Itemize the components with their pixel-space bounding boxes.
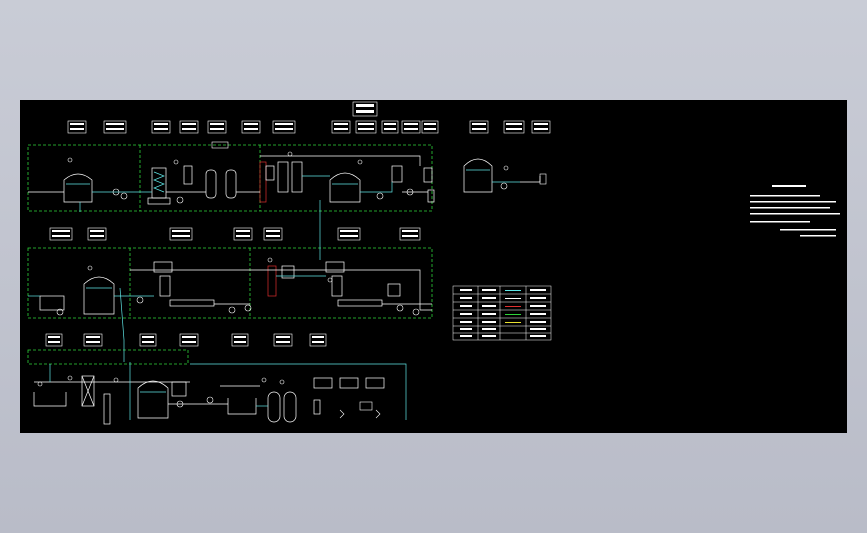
row2-equipment-labels: [49, 227, 421, 241]
row2-pumps: [56, 257, 420, 316]
row3-label-fills: [48, 336, 324, 343]
row3-pipes: [34, 362, 407, 420]
row3-pumps: [37, 375, 285, 408]
row3-discharge-symbols: [339, 401, 381, 419]
row1-inline-tag: [211, 141, 229, 149]
row1-equipment: [63, 158, 493, 205]
row1-equipment-labels: [67, 120, 551, 134]
legend-table-entries: [460, 289, 546, 337]
drawing-notes-block: [750, 185, 840, 237]
cad-drawing-canvas: [20, 100, 847, 433]
legend-table: [452, 285, 552, 341]
process-flow-diagram: [27, 101, 840, 425]
row2-equipment: [39, 261, 401, 315]
row2-pipes: [28, 269, 432, 362]
row1-pipes: [28, 155, 541, 260]
row2-label-fills: [52, 230, 418, 237]
drawing-title-box: [352, 101, 378, 117]
row3-equipment-labels: [45, 333, 327, 347]
row1-pumps: [67, 151, 509, 204]
row1-end-vessel: [539, 173, 547, 185]
row1-label-fills: [70, 123, 548, 130]
row3-equipment: [33, 375, 385, 425]
